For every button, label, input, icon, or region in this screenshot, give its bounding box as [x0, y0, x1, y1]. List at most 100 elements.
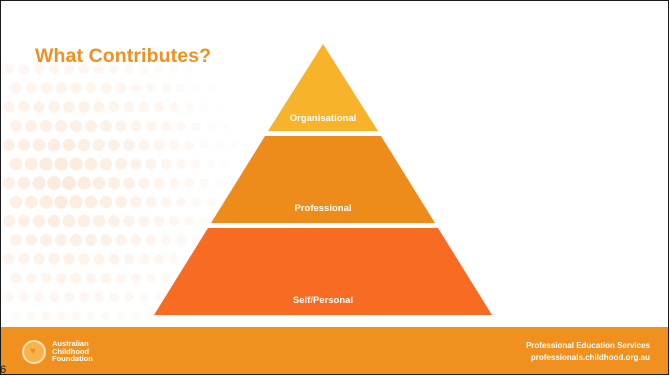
decorative-dot: [92, 176, 106, 190]
decorative-dot: [24, 195, 38, 209]
decorative-dot: [100, 272, 112, 284]
decorative-dot: [19, 292, 29, 302]
decorative-dot: [100, 82, 112, 94]
decorative-dot: [93, 63, 105, 75]
decorative-dot: [93, 253, 105, 265]
decorative-dot: [63, 253, 75, 265]
decorative-dot: [78, 253, 90, 265]
decorative-dot: [108, 101, 120, 113]
decorative-dot: [3, 101, 15, 113]
decorative-dot: [17, 176, 31, 190]
logo-line-2: Childhood: [52, 346, 90, 356]
logo-line-1: Australian: [52, 339, 89, 348]
decorative-dot: [131, 273, 141, 283]
decorative-dot: [9, 157, 23, 171]
decorative-dot: [48, 63, 60, 75]
decorative-dot: [108, 139, 120, 151]
decorative-dot: [33, 63, 45, 75]
decorative-dot: [101, 311, 111, 321]
decorative-dot: [62, 214, 76, 228]
decorative-dot: [115, 272, 127, 284]
decorative-dot: [11, 311, 21, 321]
decorative-dot: [138, 177, 150, 189]
decorative-dot: [176, 235, 186, 245]
decorative-dot: [115, 158, 127, 170]
decorative-dot: [32, 138, 46, 152]
decorative-dot: [48, 253, 60, 265]
logo-wordmark: Australian Childhood Foundation: [52, 340, 93, 363]
decorative-dot: [69, 119, 83, 133]
decorative-dot: [62, 138, 76, 152]
decorative-dot: [39, 157, 53, 171]
decorative-dot: [146, 273, 156, 283]
decorative-dot: [92, 214, 106, 228]
decorative-dot: [130, 82, 142, 94]
decorative-dot: [176, 83, 186, 93]
decorative-dot: [55, 82, 67, 94]
decorative-dot: [63, 291, 75, 303]
decorative-dot: [206, 197, 216, 207]
decorative-dot: [24, 157, 38, 171]
decorative-dot: [25, 234, 37, 246]
decorative-dot: [130, 120, 142, 132]
decorative-dot: [47, 214, 61, 228]
decorative-dot: [4, 292, 14, 302]
decorative-dot: [154, 102, 164, 112]
decorative-dot: [69, 157, 83, 171]
decorative-dot: [115, 82, 127, 94]
decorative-dot: [145, 196, 157, 208]
decorative-dot: [168, 139, 180, 151]
tier-label-self-personal: Self/Personal: [292, 295, 354, 306]
decorative-dot: [33, 253, 45, 265]
decorative-dot: [130, 234, 142, 246]
decorative-dot: [70, 272, 82, 284]
decorative-dot: [25, 82, 37, 94]
decorative-dot: [145, 158, 157, 170]
decorative-dot: [62, 176, 76, 190]
decorative-dot: [48, 291, 60, 303]
decorative-dot: [17, 138, 31, 152]
decorative-dot: [206, 159, 216, 169]
decorative-dot: [139, 292, 149, 302]
decorative-dot: [39, 195, 53, 209]
decorative-dot: [32, 214, 46, 228]
decorative-dot: [84, 157, 98, 171]
decorative-dot: [40, 272, 52, 284]
decorative-dot: [108, 215, 120, 227]
decorative-dot: [39, 119, 53, 133]
decorative-dot: [47, 176, 61, 190]
decorative-dot: [63, 101, 75, 113]
decorative-dot: [154, 292, 164, 302]
decorative-dot: [70, 82, 82, 94]
decorative-dot: [63, 63, 75, 75]
website-link[interactable]: professionals.childhood.org.au: [530, 353, 650, 362]
decorative-dot: [78, 291, 90, 303]
decorative-dot: [85, 120, 97, 132]
decorative-dot: [108, 253, 120, 265]
decorative-dot: [214, 178, 224, 188]
decorative-dot: [184, 102, 194, 112]
page-number: 6: [0, 364, 6, 376]
pyramid-tier-organisational: [268, 44, 378, 131]
decorative-dot: [168, 215, 180, 227]
decorative-dot: [100, 234, 112, 246]
decorative-dot: [153, 177, 165, 189]
decorative-dot: [99, 195, 113, 209]
decorative-dot-pattern: [2, 63, 224, 321]
slide-title: What Contributes?: [35, 45, 212, 67]
decorative-dot: [161, 273, 171, 283]
decorative-dot: [33, 291, 45, 303]
decorative-dot: [191, 197, 201, 207]
footer-bar: ♥ Australian Childhood Foundation Profes…: [1, 327, 668, 374]
decorative-dot: [191, 121, 201, 131]
decorative-dot: [146, 311, 156, 321]
decorative-dot: [123, 101, 135, 113]
decorative-dot: [77, 138, 91, 152]
decorative-dot: [10, 82, 22, 94]
decorative-dot: [17, 214, 31, 228]
decorative-dot: [47, 138, 61, 152]
decorative-dot: [169, 102, 179, 112]
decorative-dot: [85, 272, 97, 284]
decorative-dot: [109, 292, 119, 302]
